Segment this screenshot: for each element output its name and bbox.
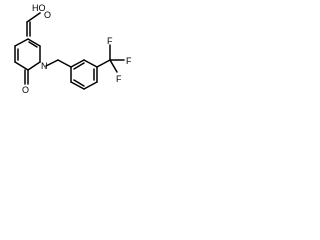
atom-label-acid-oxygen: O [44,10,51,20]
bond-ring-inner-b [28,41,38,48]
bond-benz-2 [83,59,98,68]
bond-n-ch2 [45,59,59,67]
bond-ring-4 [14,61,29,71]
atom-label-fluorine-right: F [126,56,132,66]
atom-label-nitrogen: N [41,61,48,71]
bond-benz-5 [70,81,85,90]
bond-ring-6 [14,38,29,47]
bond-cf3-f-lower [109,59,118,73]
structure-drawing: HO O O N F F F [14,3,132,95]
bond-benz-inner-1 [73,62,85,70]
atom-label-fluorine-top: F [107,36,113,46]
bond-ring-1 [27,38,41,47]
bond-c-oh [26,12,41,23]
bond-benz-4 [83,81,98,90]
bond-ch2-aryl [57,59,72,68]
bond-benz-inner-3 [73,79,85,87]
bond-aryl-cf3 [96,59,111,68]
atom-label-fluorine-lower: F [116,74,122,84]
structure-canvas: HO O O N F F F [0,0,145,103]
bond-benz-1 [70,59,85,68]
atom-label-hydroxyl: HO [32,3,46,13]
bond-ring-3 [27,61,41,71]
atom-label-ring-oxygen: O [22,85,29,95]
